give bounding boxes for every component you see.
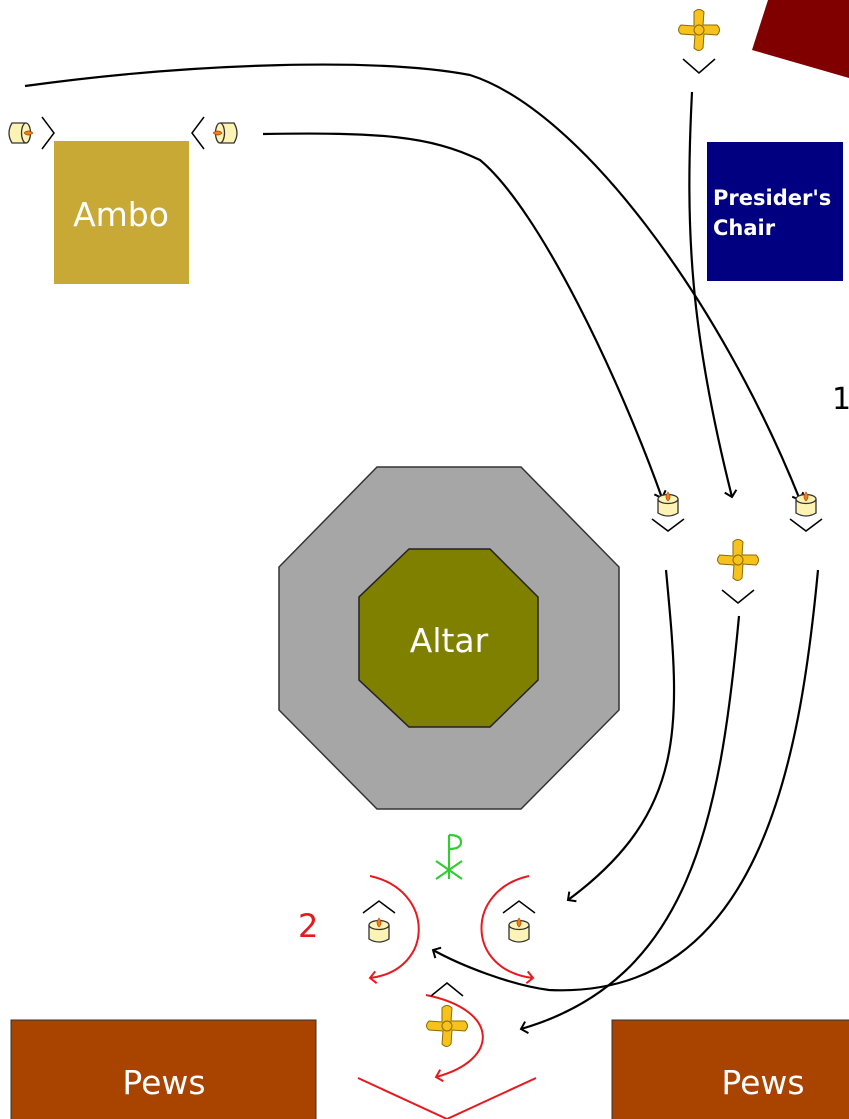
- altar-label: Altar: [410, 621, 489, 660]
- turning-paths: [357, 875, 537, 1119]
- processional-cross-icon: [717, 539, 759, 581]
- step-1-label: 1: [832, 382, 849, 417]
- red-arc-left: [368, 875, 420, 985]
- candle-altar-left: [651, 491, 685, 532]
- path-cross-down: [519, 615, 741, 1034]
- pews-left: [10, 1019, 317, 1119]
- path-cross-to-altar: [688, 91, 738, 499]
- ambo: [54, 141, 189, 284]
- step-2-label: 2: [298, 907, 318, 945]
- candle-left-of-ambo: [8, 116, 55, 150]
- cross-middle: [717, 539, 759, 604]
- red-chevron-bottom: [357, 1077, 537, 1119]
- candle-step2-left: [362, 900, 396, 943]
- candle-icon: [795, 491, 817, 517]
- presider-chair-label-line1: Presider's: [713, 186, 831, 210]
- chi-rho-icon: [435, 833, 463, 880]
- presider-chair-label-line2: Chair: [713, 216, 776, 240]
- processional-cross-icon: [426, 1005, 468, 1047]
- pews-left-label: Pews: [122, 1063, 205, 1102]
- candle-icon: [368, 917, 390, 943]
- presider-chair: [707, 142, 843, 281]
- candle-icon: [508, 917, 530, 943]
- cross-bottom: [426, 982, 468, 1047]
- candle-icon: [212, 122, 238, 144]
- path-right-candle-down: [431, 569, 820, 992]
- path-left-candle-down: [566, 569, 676, 903]
- pews-right-label: Pews: [721, 1063, 804, 1102]
- ambo-label: Ambo: [73, 195, 169, 234]
- cross-top: [678, 9, 720, 74]
- candle-icon: [8, 122, 34, 144]
- candle-step2-right: [502, 900, 536, 943]
- candle-right-of-ambo: [191, 116, 238, 150]
- candle-icon: [657, 491, 679, 517]
- procession-paths: [24, 63, 820, 1034]
- red-arc-cross: [425, 994, 484, 1083]
- pews-right: [611, 1019, 849, 1119]
- red-arc-right: [480, 875, 535, 985]
- candle-altar-right: [789, 491, 823, 532]
- sanctuary-marker: [752, 0, 849, 78]
- path-right-candle-to-altar: [262, 132, 667, 500]
- path-left-candle-to-altar: [24, 63, 805, 502]
- processional-cross-icon: [678, 9, 720, 51]
- altar: [358, 548, 539, 728]
